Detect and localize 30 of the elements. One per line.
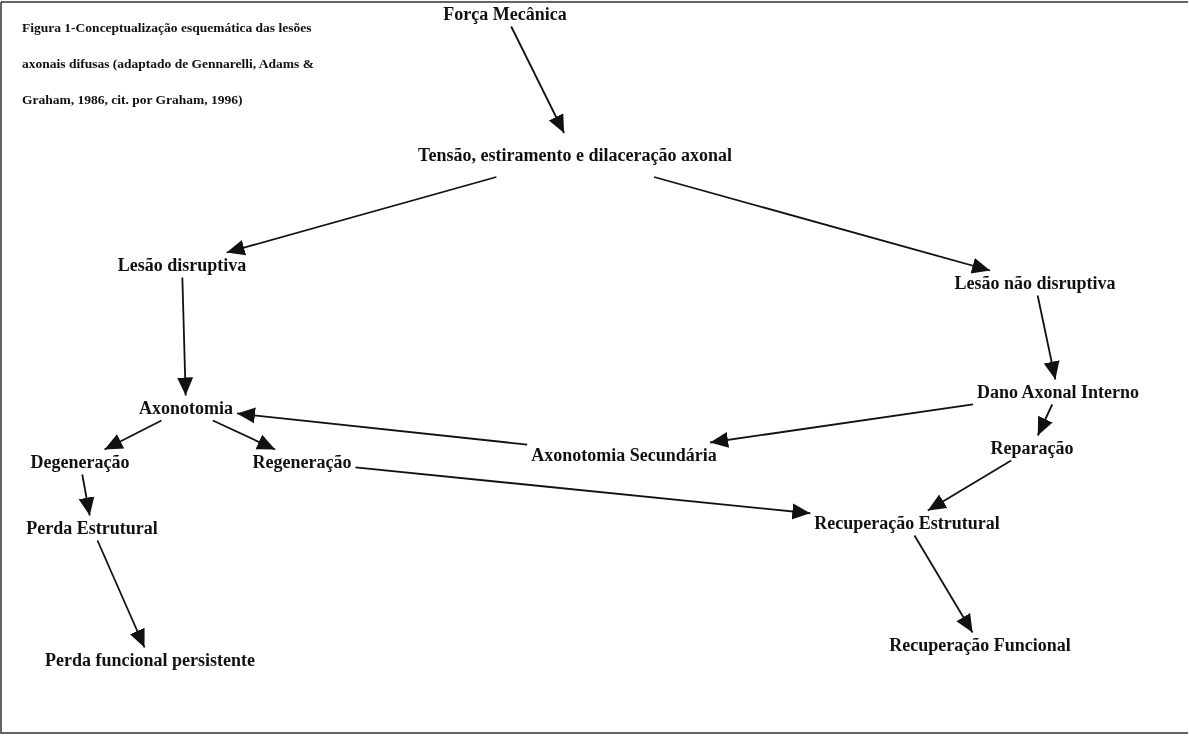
node-label: Lesão disruptiva <box>113 252 251 278</box>
arrow <box>653 176 991 274</box>
arrow <box>1036 294 1060 381</box>
node-label: Dano Axonal Interno <box>973 379 1143 405</box>
figure-caption: Figura 1-Conceptualização esquemática das lesões axonais difusas (adaptado de Gennarelli, Adams & Graham, 1986, cit. por Graham, 1996) <box>22 19 315 109</box>
node-label: Degeneração <box>26 449 134 475</box>
node-label: Lesão não disruptiva <box>950 270 1120 296</box>
node-label: Regeneração <box>248 449 356 475</box>
arrow <box>225 176 498 256</box>
arrow <box>926 459 1013 512</box>
node-label: Perda Estrutural <box>22 515 162 541</box>
arrow <box>103 419 163 451</box>
arrow <box>1036 403 1054 437</box>
node-label: Perda funcional persistente <box>41 647 259 673</box>
node-label: Axonotomia <box>135 395 237 421</box>
arrow <box>96 539 146 649</box>
arrow <box>177 276 194 397</box>
arrow <box>236 407 529 446</box>
arrow <box>510 25 565 134</box>
arrow <box>354 466 812 520</box>
arrow <box>913 534 974 634</box>
node-label: Tensão, estiramento e dilaceração axonal <box>381 133 769 177</box>
arrow <box>211 419 277 451</box>
arrow <box>78 473 95 517</box>
arrow <box>709 403 974 448</box>
node-label: Recuperação Estrutural <box>810 510 1004 536</box>
node-label: Recuperação Funcional <box>885 632 1075 658</box>
node-label: Força Mecânica <box>439 1 571 27</box>
node-label: Reparação <box>986 435 1078 461</box>
node-label: Axonotomia Secundária <box>527 442 721 468</box>
